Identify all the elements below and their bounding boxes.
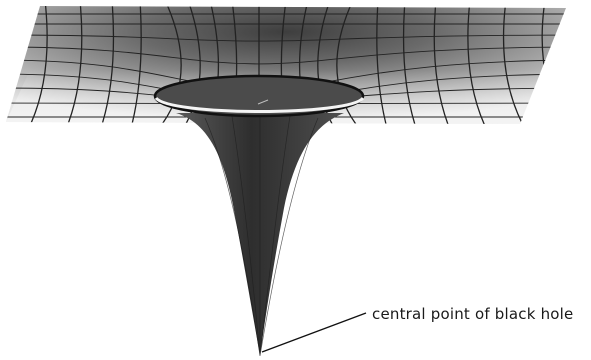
callout-label: central point of black hole xyxy=(372,305,574,323)
grid-column-line xyxy=(433,6,451,124)
rim-glint xyxy=(257,99,269,105)
grid-column-line xyxy=(577,0,591,130)
grid-column-line xyxy=(156,6,182,124)
grid-column-line xyxy=(402,6,418,124)
grid-column-line xyxy=(502,6,527,124)
grid-column-line xyxy=(467,6,488,124)
event-horizon-rim xyxy=(153,74,365,118)
funnel-stripes xyxy=(204,114,319,357)
grid-column-line xyxy=(99,6,115,124)
grid-column-line xyxy=(376,6,389,124)
grid-column-line xyxy=(336,6,362,124)
grid-column-line xyxy=(129,6,142,124)
grid-column-line xyxy=(27,6,48,124)
grid-column-line xyxy=(65,6,83,124)
callout-pointer-line xyxy=(261,312,367,353)
rim-front-edge xyxy=(154,96,365,113)
